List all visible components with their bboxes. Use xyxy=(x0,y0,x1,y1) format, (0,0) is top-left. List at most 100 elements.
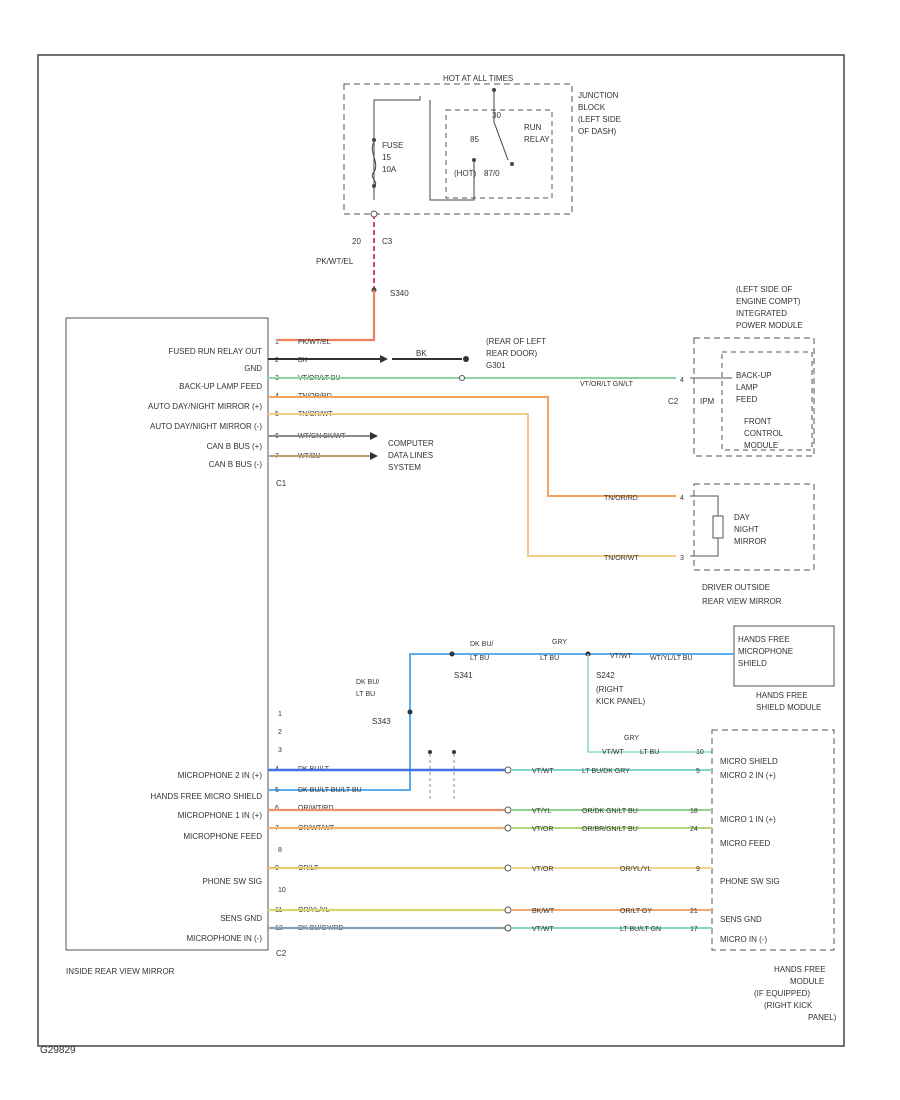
splice-s343: S343 xyxy=(372,717,391,726)
c2-row-5: PHONE SW SIG 9 OR/LT VT/OR OR/YL/YL 9 PH… xyxy=(202,864,780,886)
jb-connector-id: C3 xyxy=(382,237,393,246)
fuse-feed-wire xyxy=(373,96,421,200)
c1-row-5: AUTO DAY/NIGHT MIRROR (-) 5 TN/OR/WT xyxy=(150,411,676,557)
shield-wire-lower xyxy=(268,770,411,791)
c1-pin-label: GND xyxy=(244,364,262,373)
inline-connector xyxy=(504,924,512,932)
fuse-top-node xyxy=(372,138,376,142)
relay-pin-left: 85 xyxy=(470,135,479,144)
pm-node-3: FEED xyxy=(736,395,758,404)
day-night-plus-wire xyxy=(268,396,676,497)
om-element xyxy=(712,515,724,539)
jb-location-3: (LEFT SIDE xyxy=(578,115,621,124)
splice-s242: S242 xyxy=(596,671,615,680)
shield-vt-wire: VT/WT xyxy=(610,653,632,660)
splice-s341: S341 xyxy=(454,671,473,680)
hf-name-2: MODULE xyxy=(790,977,824,986)
can-minus-arrow xyxy=(370,452,378,460)
hf-wire-left: VT/OR xyxy=(532,826,553,833)
run-relay-wire: 20 C3 PK/WT/EL S340 xyxy=(278,210,409,342)
lower-wire: VT/WT xyxy=(602,749,624,756)
backup-inline-node xyxy=(459,375,465,381)
hf-pin-label: MICRO 1 IN (+) xyxy=(720,815,776,824)
shield-wt-wire: WT/YL/LT BU xyxy=(650,655,693,662)
c2-row-6: SENS GND 11 OR/YL/YL BK/WT OR/LT GY 21 S… xyxy=(220,906,762,924)
c2-unused-pins: 1 2 3 8 10 xyxy=(278,711,286,894)
shield-name-3: SHIELD xyxy=(738,659,767,668)
can-bus-label-1: COMPUTER xyxy=(388,439,434,448)
wire-gy-2: LT BU xyxy=(540,655,559,662)
c1-label: C1 xyxy=(276,479,287,488)
ground-node xyxy=(463,356,469,362)
pm-node-2: LAMP xyxy=(736,383,758,392)
hf-name-1: HANDS FREE xyxy=(774,965,826,974)
pm-title-4: POWER MODULE xyxy=(736,321,803,330)
pm-title-1: (LEFT SIDE OF xyxy=(736,285,792,294)
hf-pin-label: MICRO 2 IN (+) xyxy=(720,771,776,780)
can-bus-label-3: SYSTEM xyxy=(388,463,421,472)
diagram-frame xyxy=(37,54,845,1047)
wire-b-2: LT BU xyxy=(356,691,375,698)
hot-label: HOT AT ALL TIMES xyxy=(443,74,513,83)
fuse-label-3: 10A xyxy=(382,165,397,174)
om-node-3: MIRROR xyxy=(734,537,767,546)
fused-run-wire xyxy=(278,290,376,342)
splice-s341-node xyxy=(449,651,455,657)
day-night-minus-wire xyxy=(268,413,676,557)
hf-pin-label: MICRO SHIELD xyxy=(720,757,778,766)
c1-row-6: CAN B BUS (+) 6 WT/GN BK/WT xyxy=(207,432,378,451)
jb-location-2: BLOCK xyxy=(578,103,606,112)
om-wire-minus: TN/OR/WT xyxy=(604,555,639,562)
hf-pin-label: MICRO IN (-) xyxy=(720,935,767,944)
ground-label-1: (REAR OF LEFT xyxy=(486,337,546,346)
c2-row-3: MICROPHONE 1 IN (+) 6 OR/WT/RD VT/YL OR/… xyxy=(178,805,776,824)
fuse-label-2: 15 xyxy=(382,153,391,162)
c2-row-7: MICROPHONE IN (-) 12 DK BU/GY/RD VT/WT L… xyxy=(186,924,767,944)
om-pin-plus: 4 xyxy=(680,495,684,502)
shield-box xyxy=(733,625,835,687)
c2-pin-number: 6 xyxy=(275,805,279,812)
c2-unused-pin: 2 xyxy=(278,729,282,736)
c1-pin-label: CAN B BUS (+) xyxy=(207,442,263,451)
c2-label: C2 xyxy=(276,949,287,958)
hf-pin-label: PHONE SW SIG xyxy=(720,877,780,886)
twist-node xyxy=(428,750,432,754)
c1-pin-label: AUTO DAY/NIGHT MIRROR (-) xyxy=(150,422,262,431)
c2-row-4: MICROPHONE FEED 7 OR/WT/WT VT/OR OR/BR/G… xyxy=(183,824,770,848)
twist-node xyxy=(452,750,456,754)
c2-pin-label: MICROPHONE 2 IN (+) xyxy=(178,771,263,780)
splice-s343-node xyxy=(407,709,413,715)
can-plus-arrow xyxy=(370,432,378,440)
pm-pin: 4 xyxy=(680,377,684,384)
hf-name-3: (IF EQUIPPED) xyxy=(754,989,810,998)
pm-module-3: MODULE xyxy=(744,441,778,450)
hf-module-box xyxy=(711,729,835,951)
jb-connector-node xyxy=(370,210,378,218)
relay-term-1: (HOT) xyxy=(454,169,477,178)
relay-node-left xyxy=(472,158,476,162)
ground-arrow xyxy=(380,355,388,363)
c1-row-7: CAN B BUS (-) 7 WT/BU COMPUTER DATA LINE… xyxy=(209,439,434,472)
inline-connector xyxy=(504,864,512,872)
hf-wire-left: VT/WT xyxy=(532,768,554,775)
inside-mirror: INSIDE REAR VIEW MIRROR C1 C2 xyxy=(65,317,287,976)
c2-row-1: MICROPHONE 2 IN (+) 4 DK BU/LT VT/WT LT … xyxy=(178,766,776,780)
c2-pin-label: MICROPHONE 1 IN (+) xyxy=(178,811,263,820)
pm-module-2: CONTROL xyxy=(744,429,784,438)
inside-mirror-name: INSIDE REAR VIEW MIRROR xyxy=(66,967,175,976)
c2-unused-pin: 10 xyxy=(278,887,286,894)
c1-row-1: FUSED RUN RELAY OUT 1 PK/WT/EL xyxy=(169,339,331,356)
jb-wire-color: PK/WT/EL xyxy=(316,257,354,266)
hf-wire-left: VT/WT xyxy=(532,926,554,933)
pm-title-3: INTEGRATED xyxy=(736,309,787,318)
hf-pin-number: 17 xyxy=(690,926,698,933)
inline-connector xyxy=(504,906,512,914)
om-node-2: NIGHT xyxy=(734,525,759,534)
fuse-label-1: FUSE xyxy=(382,141,403,150)
shield-module: HANDS FREE MICROPHONE SHIELD HANDS FREE … xyxy=(268,625,835,791)
jb-location-4: OF DASH) xyxy=(578,127,617,136)
c1-pin-number: 2 xyxy=(275,357,279,364)
jb-connector-pin: 20 xyxy=(352,237,361,246)
hf-name-4: (RIGHT KICK xyxy=(764,1001,813,1010)
splice-s340: S340 xyxy=(390,289,409,298)
